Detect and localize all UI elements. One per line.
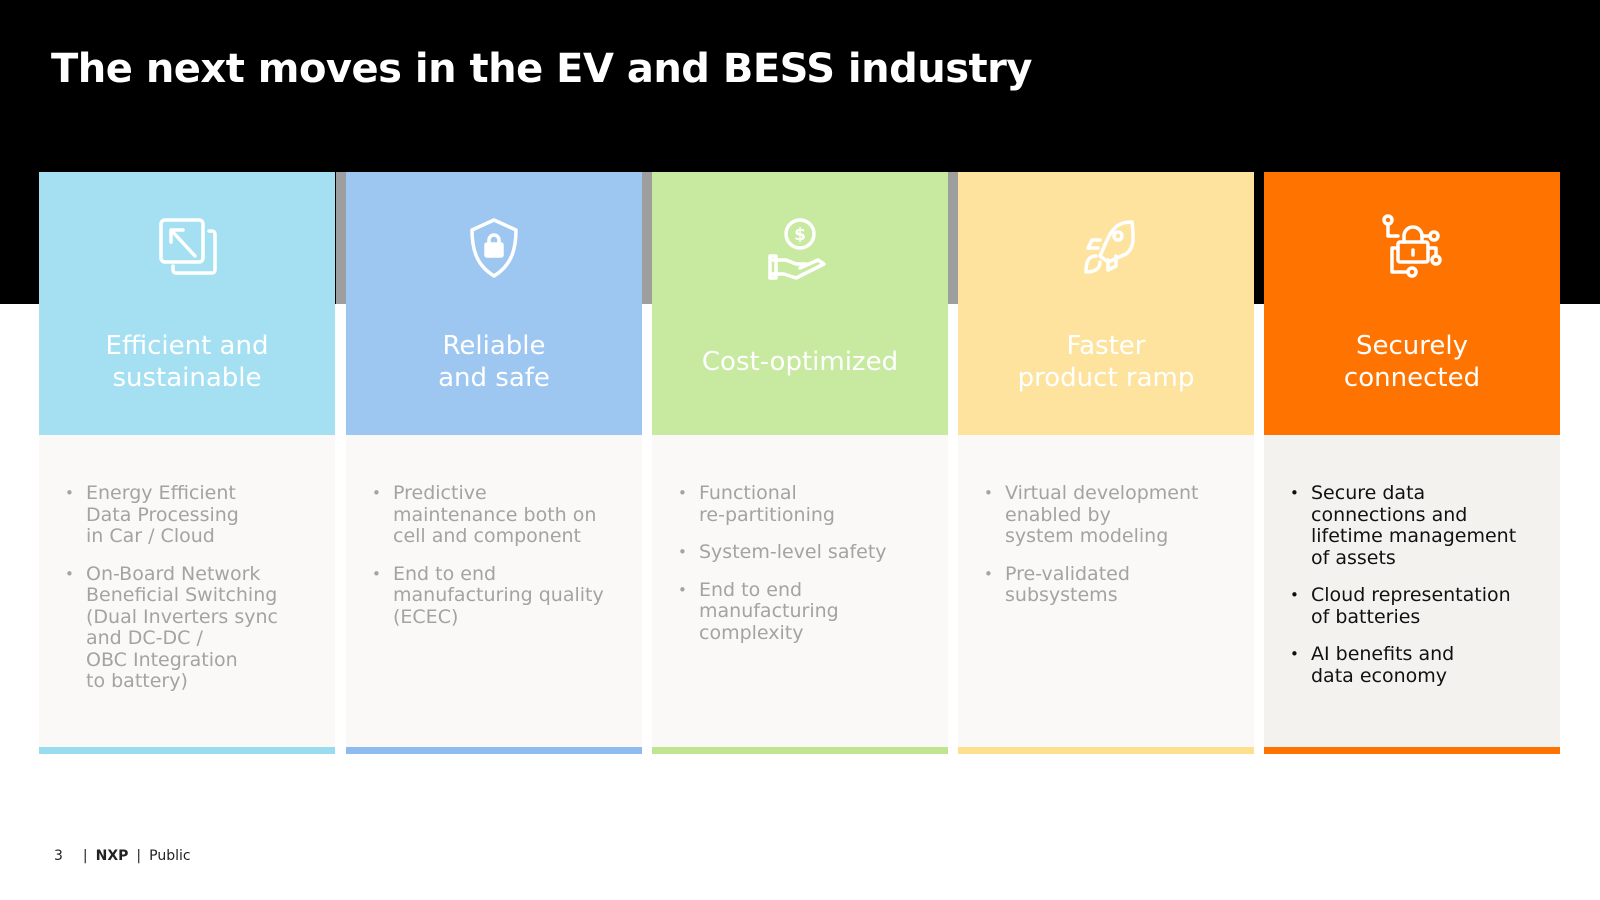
bullet-item: On-Board Network Beneficial Switching (D… — [65, 563, 315, 693]
card-title: Reliable and safe — [438, 331, 550, 393]
rocket-icon — [1084, 220, 1135, 274]
brand: NXP — [95, 848, 129, 864]
card-header: $ Cost-optimized — [652, 172, 948, 435]
bullet-item: End to end manufacturing quality (ECEC) — [372, 563, 622, 629]
accent-bar — [39, 747, 335, 754]
card-header: Reliable and safe — [346, 172, 642, 435]
pillar-card: Securely connected Secure data connectio… — [1264, 172, 1560, 754]
pillar-card: $ Cost-optimized Functional re-partition… — [652, 172, 948, 754]
hand-dollar-icon: $ — [768, 218, 826, 280]
bullet-item: Virtual development enabled by system mo… — [984, 482, 1234, 548]
slide-title: The next moves in the EV and BESS indust… — [51, 46, 1032, 92]
bullet-item: System-level safety — [678, 541, 928, 564]
card-header: Securely connected — [1264, 172, 1560, 435]
accent-bar — [1264, 747, 1560, 754]
divider — [948, 172, 958, 304]
bullet-item: AI benefits and data economy — [1290, 643, 1540, 687]
bullet-item: Predictive maintenance both on cell and … — [372, 482, 622, 548]
classification: Public — [149, 848, 191, 864]
footer: 3 |NXP| Public — [54, 848, 191, 864]
accent-bar — [652, 747, 948, 754]
bullet-list: Virtual development enabled by system mo… — [958, 435, 1254, 607]
svg-text:$: $ — [794, 225, 806, 245]
card-header: Faster product ramp — [958, 172, 1254, 435]
card-title: Securely connected — [1343, 331, 1481, 393]
efficiency-icon — [159, 218, 217, 275]
network-lock-icon — [1382, 214, 1442, 278]
bullet-item: Pre-validated subsystems — [984, 563, 1234, 607]
card-title: Efficient and sustainable — [105, 331, 269, 393]
pillar-card: Faster product ramp Virtual development … — [958, 172, 1254, 754]
bullet-item: Cloud representation of batteries — [1290, 584, 1540, 628]
page-number: 3 — [54, 848, 63, 864]
accent-bar — [346, 747, 642, 754]
bullet-item: Functional re-partitioning — [678, 482, 928, 526]
pillar-card: Reliable and safe Predictive maintenance… — [346, 172, 642, 754]
card-title: Faster product ramp — [1017, 331, 1195, 393]
bullet-list: Secure data connections and lifetime man… — [1264, 435, 1560, 687]
card-title: Cost-optimized — [701, 347, 899, 377]
bullet-list: Functional re-partitioningSystem-level s… — [652, 435, 948, 644]
shield-lock-icon — [470, 218, 518, 278]
bullet-item: End to end manufacturing complexity — [678, 579, 928, 645]
divider — [642, 172, 652, 304]
card-header: Efficient and sustainable — [39, 172, 335, 435]
bullet-item: Secure data connections and lifetime man… — [1290, 482, 1540, 569]
accent-bar — [958, 747, 1254, 754]
bullet-list: Predictive maintenance both on cell and … — [346, 435, 642, 628]
pillar-card: Efficient and sustainable Energy Efficie… — [39, 172, 335, 754]
bullet-list: Energy Efficient Data Processing in Car … — [39, 435, 335, 693]
bullet-item: Energy Efficient Data Processing in Car … — [65, 482, 315, 548]
divider — [336, 172, 346, 304]
